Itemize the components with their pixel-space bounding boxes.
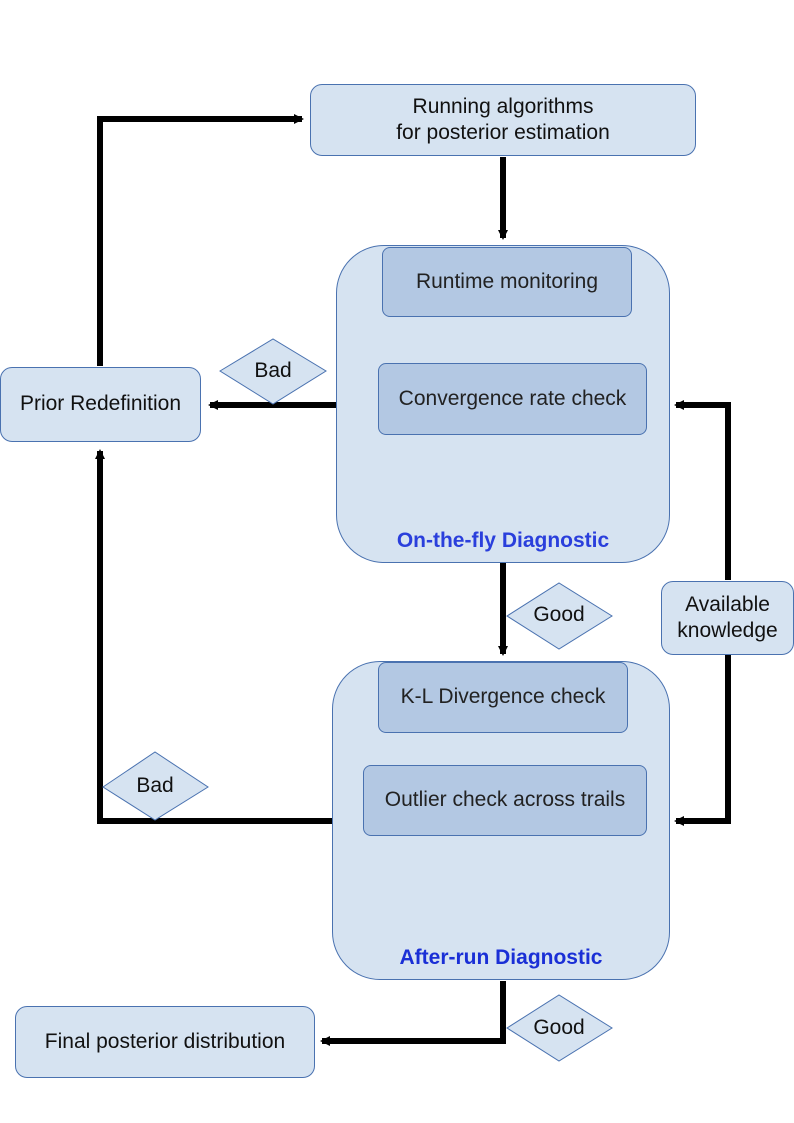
arrow-prior-to-running	[97, 114, 304, 366]
prior-redefinition-label: Prior Redefinition	[19, 392, 182, 416]
arrow-afterrun-to-prior	[95, 449, 332, 824]
arrow-knowledge-to-convergence	[674, 400, 731, 580]
kl-divergence-label: K-L Divergence check	[400, 685, 606, 709]
decision-label-bad-top: Bad	[254, 359, 292, 382]
runtime-monitoring-label: Runtime monitoring	[415, 269, 599, 293]
decision-diamond-good-bottom	[506, 994, 613, 1062]
available-knowledge-box: Available knowledge	[661, 581, 794, 655]
onthefly-diagnostic-title: On-the-fly Diagnostic	[396, 529, 610, 552]
arrow-knowledge-to-outlier	[674, 655, 731, 826]
available-knowledge-label: Available knowledge	[677, 592, 778, 642]
kl-divergence-box: K-L Divergence check	[378, 662, 628, 733]
arrow-afterrun-to-final	[320, 981, 506, 1046]
prior-redefinition-box: Prior Redefinition	[0, 367, 201, 442]
runtime-monitoring-box: Runtime monitoring	[382, 247, 632, 317]
convergence-rate-label: Convergence rate check	[398, 386, 627, 410]
outlier-check-box: Outlier check across trails	[363, 765, 647, 836]
decision-label-bad-bottom: Bad	[136, 774, 174, 797]
running-algorithms-label: Running algorithms for posterior estimat…	[396, 94, 610, 144]
convergence-rate-box: Convergence rate check	[378, 363, 647, 435]
running-algorithms-box: Running algorithms for posterior estimat…	[310, 84, 696, 156]
decision-diamond-good-middle	[506, 582, 613, 650]
decision-diamond-bad-top	[219, 338, 327, 405]
final-posterior-label: Final posterior distribution	[44, 1029, 286, 1053]
final-posterior-box: Final posterior distribution	[15, 1006, 315, 1078]
outlier-check-label: Outlier check across trails	[384, 788, 626, 812]
decision-diamond-bad-bottom	[102, 751, 209, 821]
afterrun-diagnostic-title: After-run Diagnostic	[399, 946, 603, 969]
decision-label-good-middle: Good	[533, 603, 585, 626]
decision-label-good-bottom: Good	[533, 1016, 585, 1039]
